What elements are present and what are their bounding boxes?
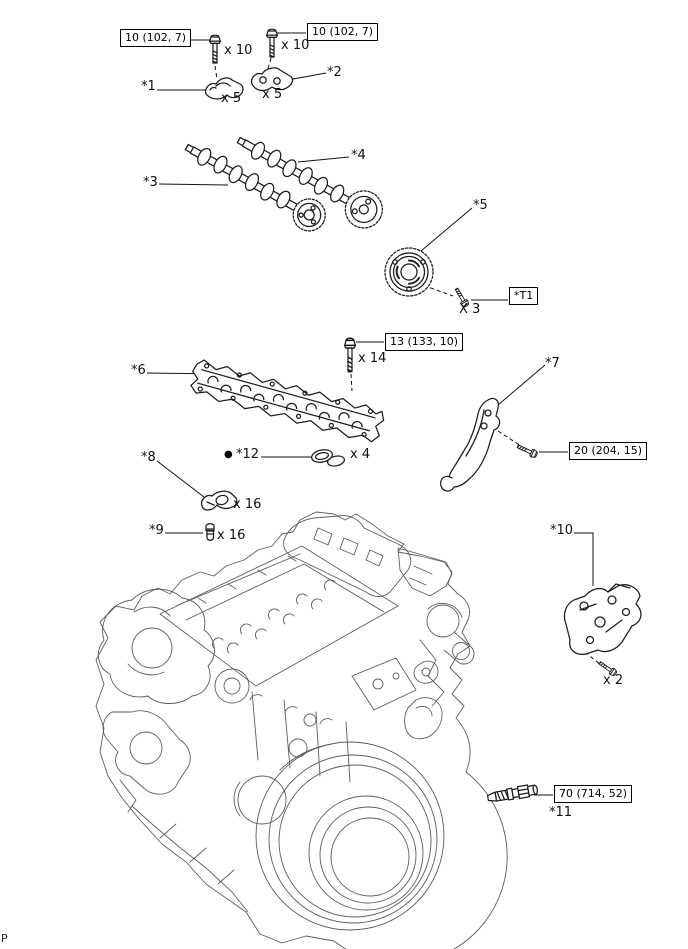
qty-bolt-bracket: x 2 bbox=[603, 673, 624, 688]
bearing-cap-1-drawing bbox=[204, 77, 244, 100]
part-label-1: *1 bbox=[141, 79, 156, 94]
qty-bolt-timing-gear: X 3 bbox=[459, 302, 481, 317]
torque-box-tensioner: 20 (204, 15) bbox=[569, 442, 648, 461]
torque-box-cap-right: 10 (102, 7) bbox=[307, 23, 379, 42]
tensioner-slipper-drawing bbox=[440, 397, 501, 492]
part-label-12: *12 bbox=[236, 447, 260, 462]
bolt-tensioner-icon bbox=[515, 442, 539, 460]
qty-rocker: x 16 bbox=[233, 497, 262, 512]
bracket-drawing bbox=[563, 583, 642, 656]
qty-lash: x 16 bbox=[217, 528, 246, 543]
part-label-9: *9 bbox=[149, 523, 164, 538]
part-label-3: *3 bbox=[143, 175, 158, 190]
page-corner-mark: P bbox=[1, 932, 8, 945]
part-label-6: *6 bbox=[131, 363, 146, 378]
qty-cap-right: x 5 bbox=[262, 87, 283, 102]
torque-box-housing: 13 (133, 10) bbox=[385, 333, 464, 352]
bullet-icon: ● bbox=[224, 449, 233, 460]
bolt-housing-icon bbox=[343, 337, 357, 373]
part-label-10: *10 bbox=[550, 523, 574, 538]
torque-box-cap-left: 10 (102, 7) bbox=[120, 29, 192, 48]
part-label-5: *5 bbox=[473, 198, 488, 213]
qty-bolt-cap-right: x 10 bbox=[281, 38, 310, 53]
rocker-arm-drawing bbox=[200, 490, 238, 511]
qty-cap-left: x 5 bbox=[221, 91, 242, 106]
lash-adjuster-drawing bbox=[205, 523, 215, 541]
part-label-11: *11 bbox=[549, 805, 573, 820]
seal-drawing bbox=[311, 449, 345, 467]
bolt-cap-left-icon bbox=[209, 34, 221, 64]
engine-assembly-drawing bbox=[95, 511, 508, 949]
torque-box-stud: 70 (714, 52) bbox=[554, 785, 633, 804]
qty-seal: x 4 bbox=[350, 447, 371, 462]
qty-bolt-cap-left: x 10 bbox=[224, 43, 253, 58]
bearing-cap-housing-drawing bbox=[190, 359, 385, 443]
stud-bolt-drawing bbox=[486, 784, 539, 802]
qty-bolt-housing: x 14 bbox=[358, 351, 387, 366]
assembly-dashed-lines bbox=[214, 57, 603, 667]
part-label-8: *8 bbox=[141, 450, 156, 465]
part-label-2: *2 bbox=[327, 65, 342, 80]
bearing-cap-2-drawing bbox=[250, 67, 294, 91]
part-label-4: *4 bbox=[351, 148, 366, 163]
camshaft-no2-drawing bbox=[184, 143, 326, 232]
bolt-cap-right-icon bbox=[266, 28, 278, 58]
camshaft-drawing bbox=[236, 136, 383, 229]
torque-box-t1: *T1 bbox=[509, 287, 539, 306]
part-label-7: *7 bbox=[545, 356, 560, 371]
timing-gear-drawing bbox=[384, 247, 434, 297]
